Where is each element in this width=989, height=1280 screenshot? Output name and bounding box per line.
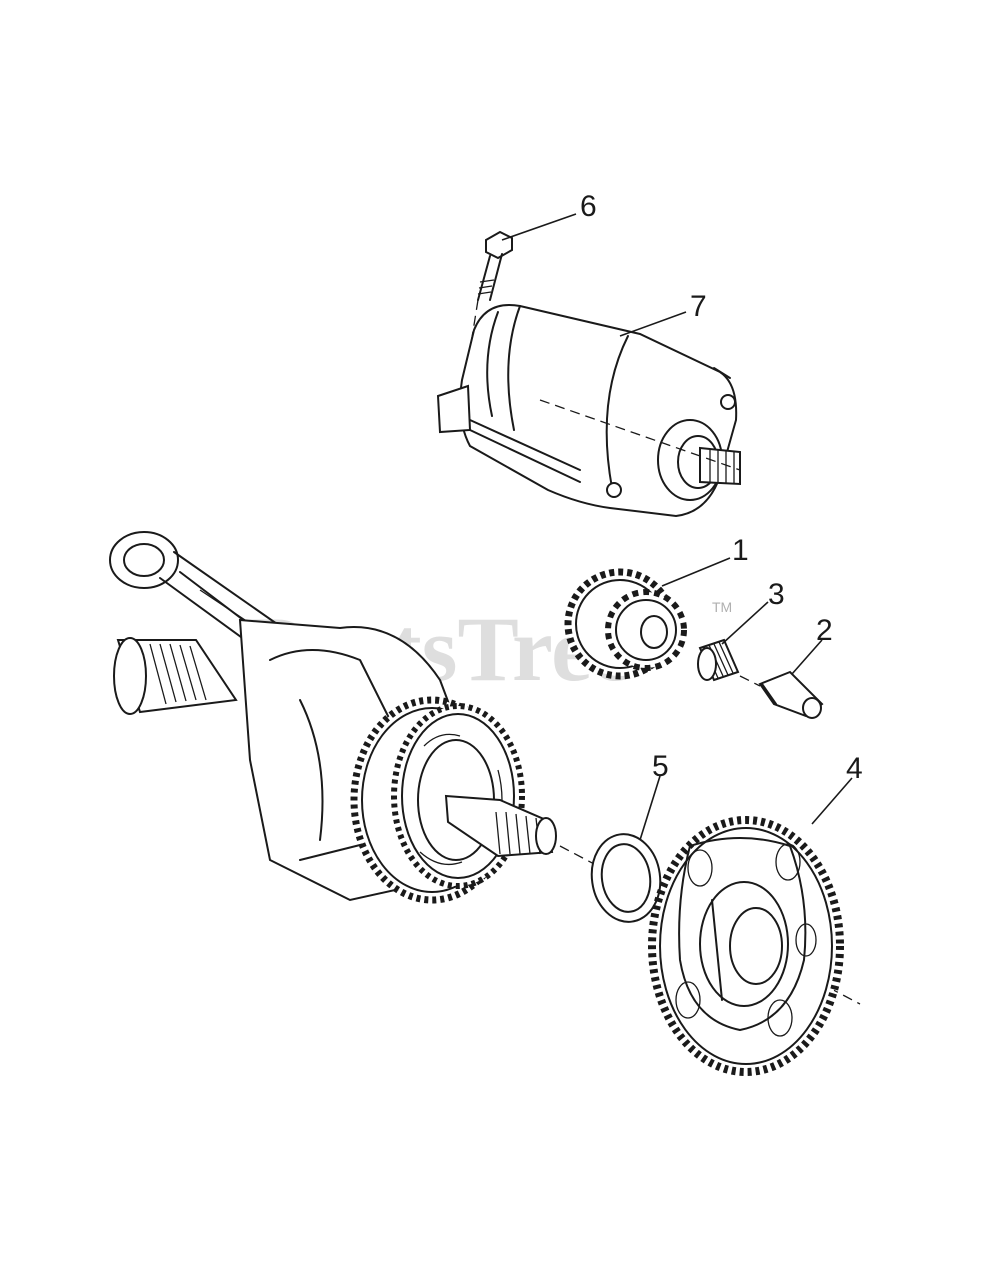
- leader-3: [721, 601, 769, 645]
- leader-4: [811, 777, 853, 825]
- callout-7[interactable]: 7: [690, 290, 707, 323]
- callout-1[interactable]: 1: [732, 534, 749, 567]
- leader-2: [791, 639, 823, 675]
- watermark-tm: TM: [712, 599, 732, 615]
- part-3-needle-bearing[interactable]: [697, 638, 740, 682]
- part-1-idler-gear[interactable]: [564, 568, 687, 680]
- leader-1: [661, 557, 731, 587]
- part-7-starter-motor[interactable]: [436, 304, 741, 518]
- part-5-washer[interactable]: [586, 830, 666, 927]
- callout-3[interactable]: 3: [768, 578, 785, 611]
- leader-7: [619, 311, 687, 337]
- callout-6[interactable]: 6: [580, 190, 597, 223]
- leader-5: [639, 775, 661, 841]
- part-4-ring-gear[interactable]: [648, 816, 844, 1076]
- callout-4[interactable]: 4: [846, 752, 863, 785]
- part-2-spacer[interactable]: [739, 670, 824, 719]
- callout-5[interactable]: 5: [652, 750, 669, 783]
- leader-6: [501, 213, 577, 241]
- callout-2[interactable]: 2: [816, 614, 833, 647]
